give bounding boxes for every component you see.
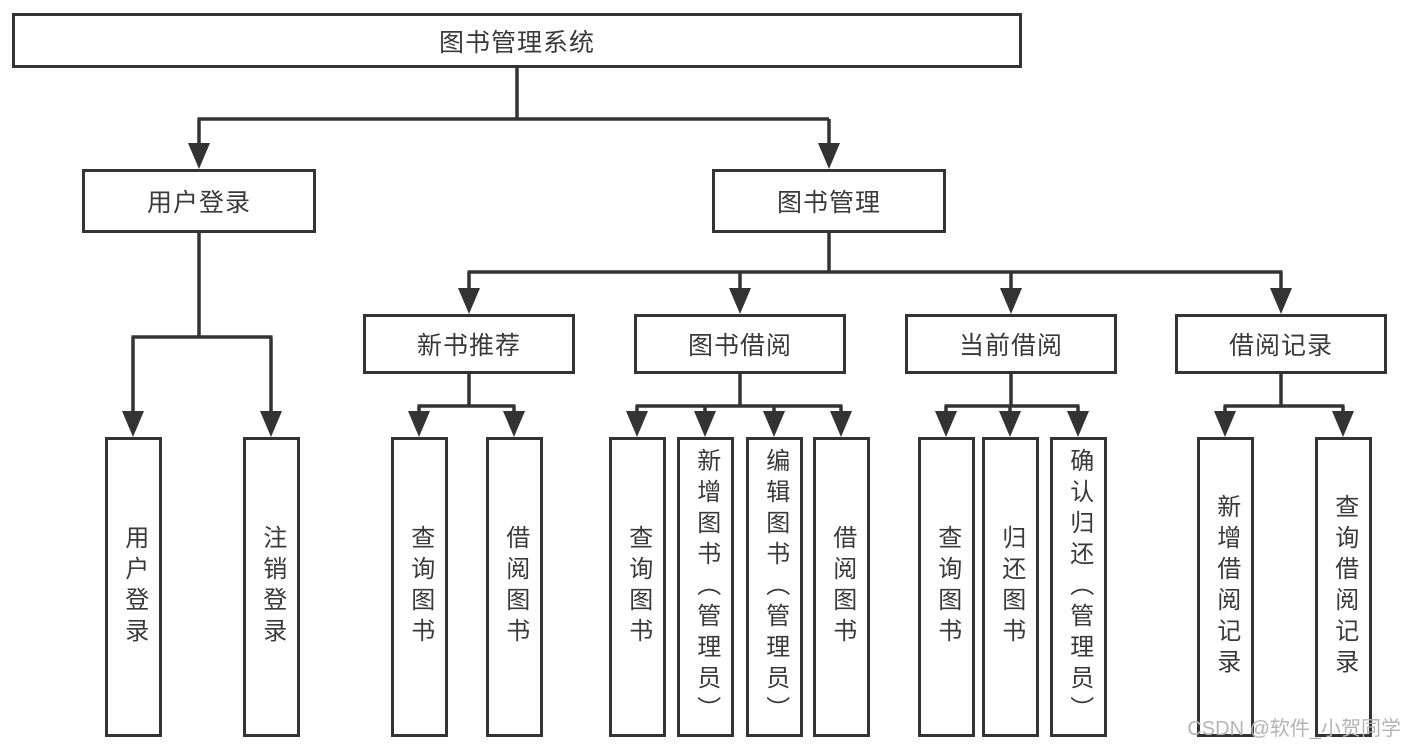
leaf-add-book-admin: 新增图书（管理员） <box>677 437 734 737</box>
leaf-label: 新增借阅记录 <box>1212 494 1240 680</box>
node-book-borrow: 图书借阅 <box>634 314 846 374</box>
leaf-logout: 注销登录 <box>243 437 300 737</box>
leaf-label: 编辑图书（管理员） <box>761 447 789 727</box>
node-book-management: 图书管理 <box>712 169 946 233</box>
arrow-down-icon <box>818 143 840 169</box>
arrow-down-icon <box>1270 288 1292 314</box>
leaf-label: 查询图书 <box>933 525 961 649</box>
leaf-label: 用户登录 <box>120 525 148 649</box>
leaf-query-borrow-record: 查询借阅记录 <box>1315 437 1372 737</box>
leaf-borrow-book-2: 借阅图书 <box>813 437 870 737</box>
leaf-query-book-2: 查询图书 <box>609 437 666 737</box>
leaf-add-borrow-record: 新增借阅记录 <box>1197 437 1254 737</box>
connector-new-book <box>417 374 516 418</box>
leaf-label: 归还图书 <box>997 525 1025 649</box>
leaf-label: 查询借阅记录 <box>1330 494 1358 680</box>
leaf-label: 新增图书（管理员） <box>692 447 720 727</box>
arrow-down-icon <box>1214 411 1236 437</box>
connector-root <box>197 66 831 150</box>
leaf-user-login: 用户登录 <box>105 437 162 737</box>
arrow-down-icon <box>503 411 525 437</box>
leaf-confirm-return-admin: 确认归还（管理员） <box>1050 437 1107 737</box>
node-user-login: 用户登录 <box>82 169 316 233</box>
watermark: CSDN @软件_小贺同学 <box>1187 718 1401 740</box>
leaf-label: 确认归还（管理员） <box>1065 447 1093 727</box>
arrow-down-icon <box>626 411 648 437</box>
leaf-query-book-3: 查询图书 <box>918 437 975 737</box>
arrow-down-icon <box>1067 411 1089 437</box>
leaf-label: 查询图书 <box>624 525 652 649</box>
arrow-down-icon <box>830 411 852 437</box>
connector-book-borrow <box>635 374 843 418</box>
arrow-down-icon <box>1000 288 1022 314</box>
arrow-down-icon <box>694 411 716 437</box>
leaf-label: 查询图书 <box>406 525 434 649</box>
leaf-query-book-1: 查询图书 <box>391 437 448 737</box>
leaf-return-book: 归还图书 <box>982 437 1039 737</box>
arrow-down-icon <box>999 411 1021 437</box>
arrow-down-icon <box>1332 411 1354 437</box>
leaf-label: 注销登录 <box>258 525 286 649</box>
arrow-down-icon <box>188 143 210 169</box>
arrow-down-icon <box>763 411 785 437</box>
arrow-down-icon <box>935 411 957 437</box>
connector-book-management <box>467 233 1283 296</box>
arrow-down-icon <box>260 411 282 437</box>
node-borrow-record: 借阅记录 <box>1175 314 1387 374</box>
leaf-edit-book-admin: 编辑图书（管理员） <box>746 437 803 737</box>
arrow-down-icon <box>122 411 144 437</box>
arrow-down-icon <box>408 411 430 437</box>
leaf-borrow-book-1: 借阅图书 <box>486 437 543 737</box>
arrow-down-icon <box>458 288 480 314</box>
node-library-management-system: 图书管理系统 <box>12 13 1022 68</box>
node-new-book-recommend: 新书推荐 <box>363 314 575 374</box>
connector-user-login <box>131 233 273 418</box>
arrowheads <box>122 143 1354 437</box>
node-current-borrow: 当前借阅 <box>905 314 1117 374</box>
leaf-label: 借阅图书 <box>828 525 856 649</box>
connector-borrow-record <box>1223 374 1345 418</box>
arrow-down-icon <box>729 288 751 314</box>
leaf-label: 借阅图书 <box>501 525 529 649</box>
